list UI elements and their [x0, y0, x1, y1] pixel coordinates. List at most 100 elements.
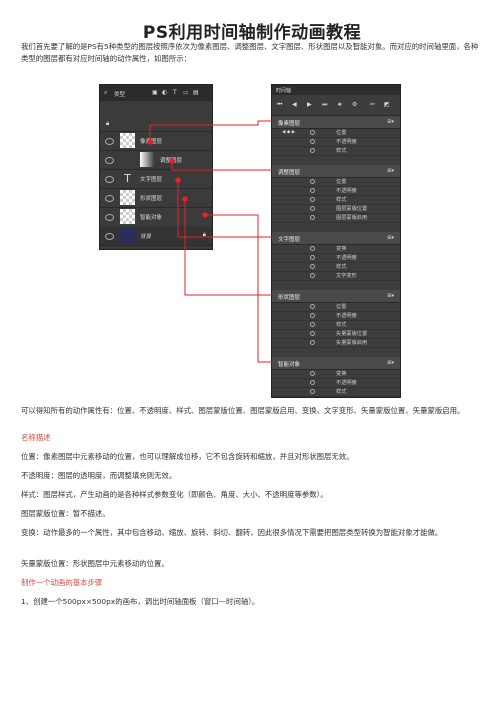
property-label: 不透明度	[336, 188, 357, 194]
visibility-eye-icon[interactable]	[105, 195, 114, 202]
timeline-group-type[interactable]: 文字图层 ⊞▾	[272, 232, 400, 245]
layer-row-background[interactable]: 背景 🔒︎	[100, 226, 212, 246]
layer-name: 像素图层	[140, 139, 163, 145]
adjustment-filter-icon[interactable]: ◐	[162, 89, 168, 96]
visibility-eye-icon[interactable]	[105, 233, 114, 240]
stopwatch-icon[interactable]	[310, 264, 315, 269]
timeline-property[interactable]: 变换	[272, 369, 400, 379]
timeline-property[interactable]: 不透明度	[272, 378, 400, 388]
stopwatch-icon[interactable]	[310, 340, 315, 345]
timeline-property[interactable]: 样式	[272, 387, 400, 397]
type-filter-icon[interactable]: T	[173, 89, 177, 96]
settings-icon[interactable]: ⚙	[352, 101, 358, 108]
connector-lines	[147, 120, 272, 363]
layer-name: 调整图层	[160, 158, 183, 164]
stopwatch-icon[interactable]	[310, 389, 315, 394]
layer-row-adjustment[interactable]: 调整图层	[100, 150, 212, 170]
timeline-group-name: 调整图层	[278, 170, 301, 176]
stopwatch-icon[interactable]	[310, 380, 315, 385]
first-frame-icon[interactable]: ⏮	[277, 101, 283, 108]
timeline-group-smart-object[interactable]: 智能对象 ⊞▾	[272, 357, 400, 370]
filter-kind-icon[interactable]: ⌕	[104, 89, 108, 96]
timeline-property[interactable]: ◀ ◆ ▶位置	[272, 128, 400, 138]
timeline-group-name: 文字图层	[278, 237, 301, 243]
split-icon[interactable]: ✂	[370, 101, 376, 108]
timeline-property[interactable]: 图层蒙版位置	[272, 204, 400, 214]
timeline-property[interactable]: 样式	[272, 262, 400, 272]
keyframe-nav-icon[interactable]: ◀ ◆ ▶	[282, 130, 296, 135]
stopwatch-icon[interactable]	[310, 371, 315, 376]
visibility-eye-icon[interactable]	[105, 214, 114, 221]
smart-object-filter-icon[interactable]: ▤	[193, 89, 199, 96]
visibility-eye-icon[interactable]	[105, 138, 114, 145]
pixel-filter-icon[interactable]: ▣	[152, 89, 158, 96]
timeline-property[interactable]: 位置	[272, 177, 400, 187]
timeline-group-adjustment[interactable]: 调整图层 ⊞▾	[272, 165, 400, 178]
connector-line	[205, 214, 272, 363]
visibility-eye-icon[interactable]	[105, 157, 114, 164]
prev-frame-icon[interactable]: ◀	[292, 101, 297, 108]
stopwatch-icon[interactable]	[310, 322, 315, 327]
layer-thumbnail: T	[124, 172, 131, 185]
timeline-property[interactable]: 不透明度	[272, 311, 400, 321]
layer-row-smart-object[interactable]: 智能对象	[100, 207, 212, 227]
timeline-group-pixel[interactable]: 像素图层⊞▾	[272, 116, 400, 129]
group-menu-icon[interactable]: ⊞▾	[387, 235, 394, 241]
lock-icon[interactable]: 🔒︎	[106, 120, 110, 127]
stopwatch-icon[interactable]	[310, 139, 315, 144]
timeline-property[interactable]: 样式	[272, 146, 400, 156]
layer-name: 背景	[140, 234, 152, 240]
layer-thumbnail	[120, 133, 135, 148]
timeline-tab[interactable]: 时间轴	[276, 88, 292, 94]
stopwatch-icon[interactable]	[310, 179, 315, 184]
timeline-property[interactable]: 样式	[272, 320, 400, 330]
audio-icon[interactable]: 🔊︎	[338, 101, 342, 108]
timeline-property[interactable]: 不透明度	[272, 137, 400, 147]
stopwatch-icon[interactable]	[310, 188, 315, 193]
timeline-property[interactable]: 图层蒙版启用	[272, 213, 400, 223]
timeline-property[interactable]: 变换	[272, 244, 400, 254]
stopwatch-icon[interactable]	[310, 148, 315, 153]
layers-lock-bar: 🔒︎	[100, 117, 212, 132]
stopwatch-icon[interactable]	[310, 313, 315, 318]
timeline-property[interactable]: 不透明度	[272, 186, 400, 196]
timeline-property[interactable]: 矢量蒙版位置	[272, 329, 400, 339]
transition-icon[interactable]: ◩	[384, 101, 390, 108]
stopwatch-icon[interactable]	[310, 304, 315, 309]
layers-filter-label[interactable]: 类型	[114, 92, 126, 98]
stopwatch-icon[interactable]	[310, 197, 315, 202]
intro-paragraph: 我们首先要了解的是PS有5种类型的图层按照序依次为像素图层、调整图层、文字图层、…	[21, 42, 479, 63]
group-menu-icon[interactable]: ⊞▾	[387, 360, 394, 366]
layer-row-pixel[interactable]: 像素图层	[100, 131, 212, 151]
stopwatch-icon[interactable]	[310, 273, 315, 278]
timeline-property[interactable]: 矢量蒙版启用	[272, 338, 400, 348]
property-label: 样式	[336, 197, 347, 203]
stopwatch-icon[interactable]	[310, 331, 315, 336]
desc-vector-mask: 矢量蒙版位置：形状图层中元素移动的位置。	[21, 559, 169, 568]
property-label: 变换	[336, 246, 347, 252]
stopwatch-icon[interactable]	[310, 130, 315, 135]
timeline-property[interactable]: 文字变形	[272, 271, 400, 281]
timeline-group-name: 智能对象	[278, 362, 301, 368]
group-menu-icon[interactable]: ⊞▾	[387, 168, 394, 174]
timeline-property[interactable]: 样式	[272, 195, 400, 205]
next-frame-icon[interactable]: ⏭	[322, 101, 328, 108]
timeline-property[interactable]: 不透明度	[272, 253, 400, 263]
group-menu-icon[interactable]: ⊞▾	[387, 293, 394, 299]
background-lock-icon: 🔒︎	[202, 231, 206, 238]
stopwatch-icon[interactable]	[310, 246, 315, 251]
timeline-group-shape[interactable]: 形状图层⊞▾	[272, 290, 400, 303]
stopwatch-icon[interactable]	[310, 215, 315, 220]
play-icon[interactable]: ▶	[307, 101, 312, 108]
stopwatch-icon[interactable]	[310, 206, 315, 211]
shape-filter-icon[interactable]: ▭	[183, 89, 189, 96]
property-label: 不透明度	[336, 139, 357, 145]
stopwatch-icon[interactable]	[310, 255, 315, 260]
property-label: 图层蒙版位置	[336, 206, 368, 212]
visibility-eye-icon[interactable]	[105, 176, 114, 183]
group-menu-icon[interactable]: ⊞▾	[387, 119, 394, 125]
timeline-property[interactable]: 位置	[272, 302, 400, 312]
layer-row-shape[interactable]: 形状图层	[100, 188, 212, 208]
